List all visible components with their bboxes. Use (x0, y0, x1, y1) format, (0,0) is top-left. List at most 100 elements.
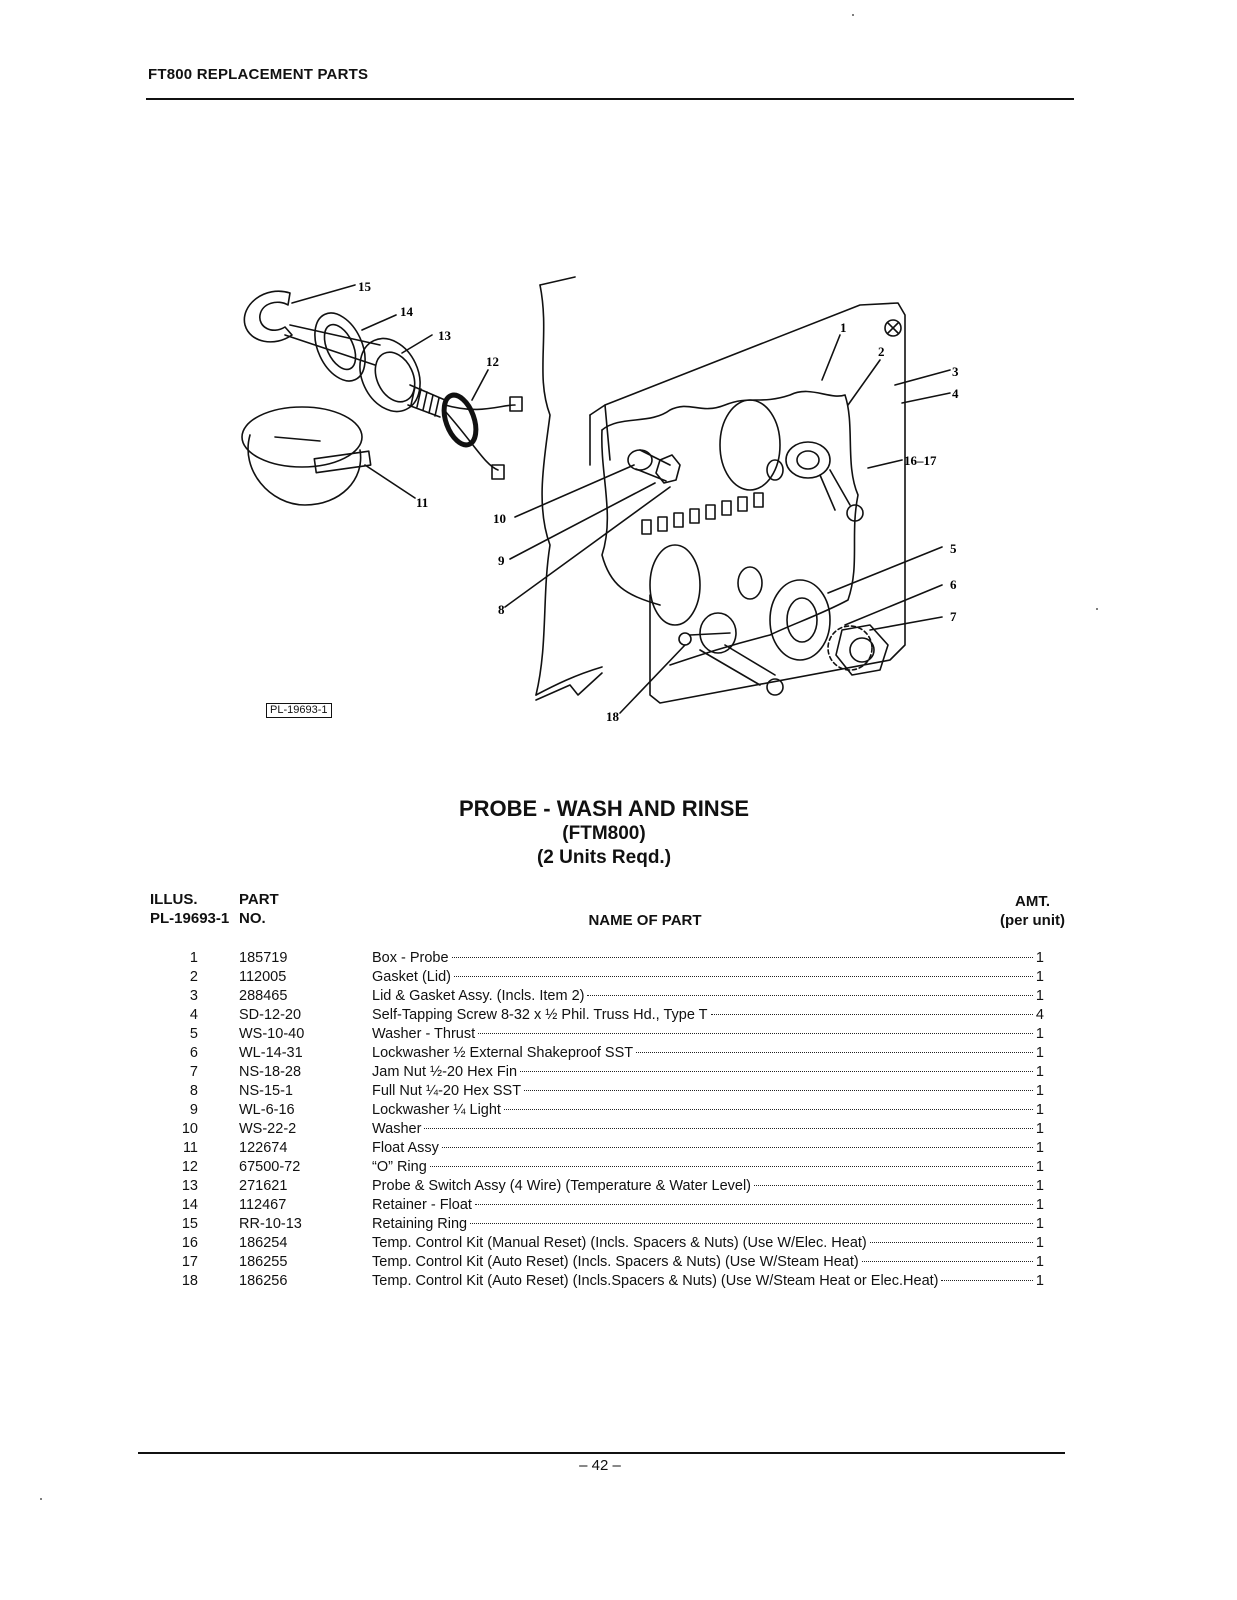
illus-number: 10 (181, 1121, 198, 1137)
illus-number: 3 (189, 988, 198, 1004)
part-name-cell: Full Nut ¼-20 Hex SST 1 (372, 1082, 1044, 1101)
part-amount: 1 (1035, 1102, 1044, 1118)
part-amount: 1 (1035, 1045, 1044, 1061)
part-name-cell: Temp. Control Kit (Manual Reset) (Incls.… (372, 1234, 1044, 1253)
plate-label: PL-19693-1 (266, 703, 332, 718)
part-name: Washer (372, 1121, 422, 1137)
lid-screw-part (884, 319, 902, 337)
part-amount: 1 (1035, 1273, 1044, 1289)
part-number: 112467 (239, 1197, 287, 1213)
table-row: 8 NS-15-1 Full Nut ¼-20 Hex SST 1 (150, 1082, 1050, 1101)
illus-number: 13 (181, 1178, 198, 1194)
part-name: “O” Ring (372, 1159, 427, 1175)
part-name-cell: Self-Tapping Screw 8-32 x ½ Phil. Truss … (372, 1006, 1044, 1025)
part-name: Lid & Gasket Assy. (Incls. Item 2) (372, 988, 585, 1004)
table-row: 12 67500-72 “O” Ring 1 (150, 1158, 1050, 1177)
illus-number: 6 (189, 1045, 198, 1061)
part-name: Lockwasher ¼ Light (372, 1102, 501, 1118)
part-amount: 1 (1035, 1197, 1044, 1213)
part-number: 186254 (239, 1235, 288, 1251)
part-amount: 1 (1035, 950, 1044, 966)
dot-leader (869, 1242, 1033, 1243)
part-number: 271621 (239, 1178, 288, 1194)
dot-leader (710, 1014, 1033, 1015)
table-row: 18 186256 Temp. Control Kit (Auto Reset)… (150, 1272, 1050, 1291)
table-row: 5 WS-10-40 Washer - Thrust 1 (150, 1025, 1050, 1044)
scan-speck (40, 1498, 42, 1500)
part-number: WL-6-16 (239, 1102, 295, 1118)
callout-5: 5 (950, 541, 957, 556)
parts-list: 1 185719 Box - Probe 1 2 112005 Gasket (… (150, 949, 1050, 1291)
part-name: Retaining Ring (372, 1216, 468, 1232)
column-header-amt: AMT. (per unit) (1000, 893, 1065, 929)
dot-leader (636, 1052, 1033, 1053)
callout-6: 6 (950, 577, 957, 592)
part-amount: 4 (1035, 1007, 1044, 1023)
part-name-cell: Float Assy 1 (372, 1139, 1044, 1158)
table-row: 2 112005 Gasket (Lid) 1 (150, 968, 1050, 987)
part-name: Float Assy (372, 1140, 439, 1156)
part-number: 67500-72 (239, 1159, 301, 1175)
table-row: 6 WL-14-31 Lockwasher ½ External Shakepr… (150, 1044, 1050, 1063)
dot-leader (441, 1147, 1033, 1148)
part-name-cell: Lid & Gasket Assy. (Incls. Item 2) 1 (372, 987, 1044, 1006)
section-title: PROBE - WASH AND RINSE (FTM800) (2 Units… (300, 795, 908, 870)
thrust-washer-part (769, 579, 831, 661)
part-name: Temp. Control Kit (Auto Reset) (Incls. S… (372, 1254, 859, 1270)
part-number: WL-14-31 (239, 1045, 303, 1061)
dot-leader (524, 1090, 1033, 1091)
dot-leader (587, 995, 1033, 996)
part-name: Temp. Control Kit (Auto Reset) (Incls.Sp… (372, 1273, 939, 1289)
part-amount: 1 (1035, 988, 1044, 1004)
illus-number: 4 (189, 1007, 198, 1023)
part-number: WS-22-2 (239, 1121, 297, 1137)
illus-number: 14 (181, 1197, 198, 1213)
table-row: 14 112467 Retainer - Float 1 (150, 1196, 1050, 1215)
dot-leader (941, 1280, 1033, 1281)
table-row: 17 186255 Temp. Control Kit (Auto Reset)… (150, 1253, 1050, 1272)
section-title-model: (FTM800) (562, 823, 646, 844)
callout-4: 4 (952, 386, 959, 401)
callout-15: 15 (358, 279, 372, 294)
column-header-part-no: PART NO. (239, 891, 279, 927)
part-name-cell: Temp. Control Kit (Auto Reset) (Incls. S… (372, 1253, 1044, 1272)
scan-speck (1096, 608, 1098, 610)
lockwasher-part (827, 625, 873, 671)
illus-number: 1 (189, 950, 198, 966)
part-name-cell: Lockwasher ¼ Light 1 (372, 1101, 1044, 1120)
part-amount: 1 (1035, 1121, 1044, 1137)
dot-leader (754, 1185, 1033, 1186)
header-rule (146, 98, 1074, 100)
table-row: 1 185719 Box - Probe 1 (150, 949, 1050, 968)
part-name: Washer - Thrust (372, 1026, 476, 1042)
part-number: RR-10-13 (239, 1216, 302, 1232)
table-row: 7 NS-18-28 Jam Nut ½-20 Hex Fin 1 (150, 1063, 1050, 1082)
hex-nut-part (655, 454, 681, 484)
table-row: 3 288465 Lid & Gasket Assy. (Incls. Item… (150, 987, 1050, 1006)
part-name: Full Nut ¼-20 Hex SST (372, 1083, 522, 1099)
callout-7: 7 (950, 609, 957, 624)
callout-1: 1 (840, 320, 847, 335)
column-header-illus: ILLUS. PL-19693-1 (150, 891, 230, 927)
dot-leader (861, 1261, 1033, 1262)
gasket-part (601, 390, 859, 666)
illus-number: 8 (189, 1083, 198, 1099)
part-amount: 1 (1035, 1083, 1044, 1099)
part-name: Lockwasher ½ External Shakeproof SST (372, 1045, 634, 1061)
illus-number: 7 (189, 1064, 198, 1080)
part-name: Jam Nut ½-20 Hex Fin (372, 1064, 518, 1080)
illus-number: 18 (181, 1273, 198, 1289)
part-amount: 1 (1035, 1254, 1044, 1270)
part-number: 288465 (239, 988, 288, 1004)
part-name: Temp. Control Kit (Manual Reset) (Incls.… (372, 1235, 867, 1251)
part-number: 112005 (239, 969, 287, 985)
part-name: Self-Tapping Screw 8-32 x ½ Phil. Truss … (372, 1007, 708, 1023)
part-name-cell: Probe & Switch Assy (4 Wire) (Temperatur… (372, 1177, 1044, 1196)
dot-leader (503, 1109, 1033, 1110)
callout-10: 10 (493, 511, 506, 526)
float-part (247, 434, 362, 506)
part-name-cell: Washer - Thrust 1 (372, 1025, 1044, 1044)
table-row: 13 271621 Probe & Switch Assy (4 Wire) (… (150, 1177, 1050, 1196)
callout-3: 3 (952, 364, 959, 379)
callout-11: 11 (416, 495, 428, 510)
